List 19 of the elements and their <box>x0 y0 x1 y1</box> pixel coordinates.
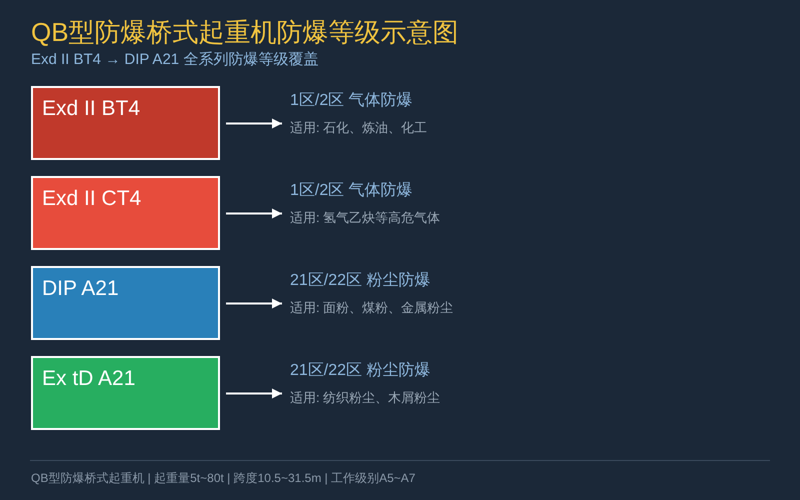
grade-box: Exd II BT4 <box>31 86 220 160</box>
grade-box: Exd II CT4 <box>31 176 220 250</box>
arrow <box>226 388 282 398</box>
usage-text: 适用: 石化、炼油、化工 <box>290 119 428 137</box>
subtitle: Exd II BT4 → DIP A21 全系列防爆等级覆盖 <box>31 50 318 69</box>
grade-box: DIP A21 <box>31 266 220 340</box>
usage-text: 适用: 面粉、煤粉、金属粉尘 <box>290 299 454 317</box>
footer-note: QB型防爆桥式起重机 | 起重量5t~80t | 跨度10.5~31.5m | 工作级别A5~A7 <box>31 470 416 487</box>
usage-text: 适用: 纺织粉尘、木屑粉尘 <box>290 389 440 407</box>
title: QB型防爆桥式起重机防爆等级示意图 <box>31 16 459 49</box>
zone-heading: 1区/2区 气体防爆 <box>290 90 413 111</box>
zone-heading: 21区/22区 粉尘防爆 <box>290 360 430 381</box>
zone-heading: 1区/2区 气体防爆 <box>290 180 413 201</box>
usage-text: 适用: 氢气乙炔等高危气体 <box>290 209 440 227</box>
grade-box: Ex tD A21 <box>31 356 220 430</box>
arrow <box>226 208 282 218</box>
zone-heading: 21区/22区 粉尘防爆 <box>290 270 430 291</box>
arrow <box>226 118 282 128</box>
arrow <box>226 298 282 308</box>
